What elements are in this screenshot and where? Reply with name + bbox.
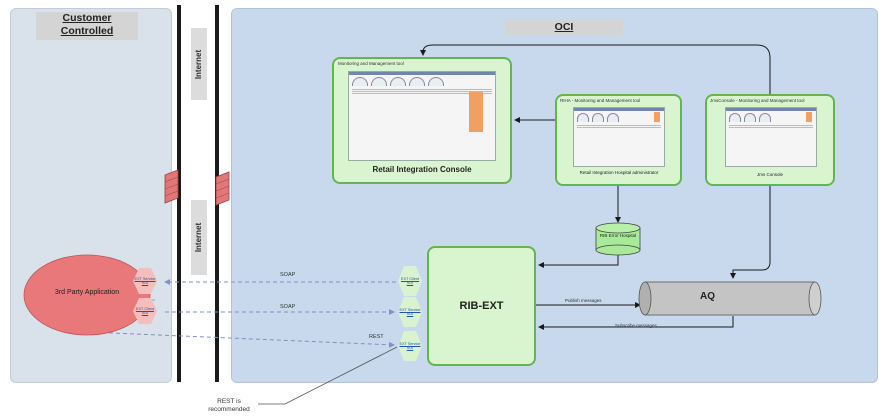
rih-console-screenshot (573, 107, 665, 167)
firewall-icon-left (164, 169, 179, 204)
rib-ext-label: RIB-EXT (459, 300, 504, 312)
soap-label-top: SOAP (280, 272, 296, 278)
oci-title: OCI (505, 20, 623, 35)
error-hospital-label: RIB Error Hospital (599, 233, 637, 238)
publish-messages-label: Publish messages (565, 298, 602, 303)
jms-box-label: Jms Console (756, 172, 783, 177)
ric-box-title: Monitoring and Management tool (338, 61, 404, 66)
ric-console-screenshot (348, 71, 496, 161)
third-party-application-shape (23, 254, 151, 336)
aq-label: AQ (700, 291, 715, 302)
ext-service-endpoint-left: EXT Service SOI (133, 268, 157, 294)
error-hospital-database-icon (595, 222, 641, 256)
jms-console-screenshot (725, 107, 817, 167)
internet-label-bottom: Internet (191, 200, 207, 275)
soap-label-middle: SOAP (280, 304, 296, 310)
ext-client-hex-1: EXT Client SOI (398, 266, 422, 296)
network-boundary-left (177, 5, 181, 382)
ext-client-endpoint-left: EXT Client SOI (133, 298, 157, 324)
rih-box-title: RIHA - Monitoring and Management tool (560, 98, 641, 103)
retail-integration-console-box: Monitoring and Management tool Retail In… (332, 57, 512, 184)
jms-box-title: JmsConsole - Monitoring and Management t… (710, 98, 805, 103)
aq-queue-icon (638, 281, 822, 316)
ext-service-hex-2: EXT Service SOI (398, 297, 422, 327)
subscribe-messages-label: Subscribe messages (615, 323, 657, 328)
jms-console-box: JmsConsole - Monitoring and Management t… (705, 94, 835, 186)
ric-box-label: Retail Integration Console (372, 165, 472, 174)
customer-controlled-title: Customer Controlled (36, 12, 138, 40)
rib-ext-box: RIB-EXT (427, 246, 536, 366)
rest-label: REST (369, 334, 384, 340)
internet-label-top: Internet (191, 28, 207, 100)
firewall-icon-right (215, 171, 230, 206)
ext-service-hex-3: EXT Service SOI (398, 331, 422, 361)
third-party-application-label: 3rd Party Application (54, 289, 120, 296)
hospital-administrator-box: RIHA - Monitoring and Management tool Re… (555, 94, 682, 186)
rest-recommendation-note: REST is recommended (208, 398, 250, 413)
rih-box-label: Retail Integration Hospital administrato… (579, 170, 659, 175)
